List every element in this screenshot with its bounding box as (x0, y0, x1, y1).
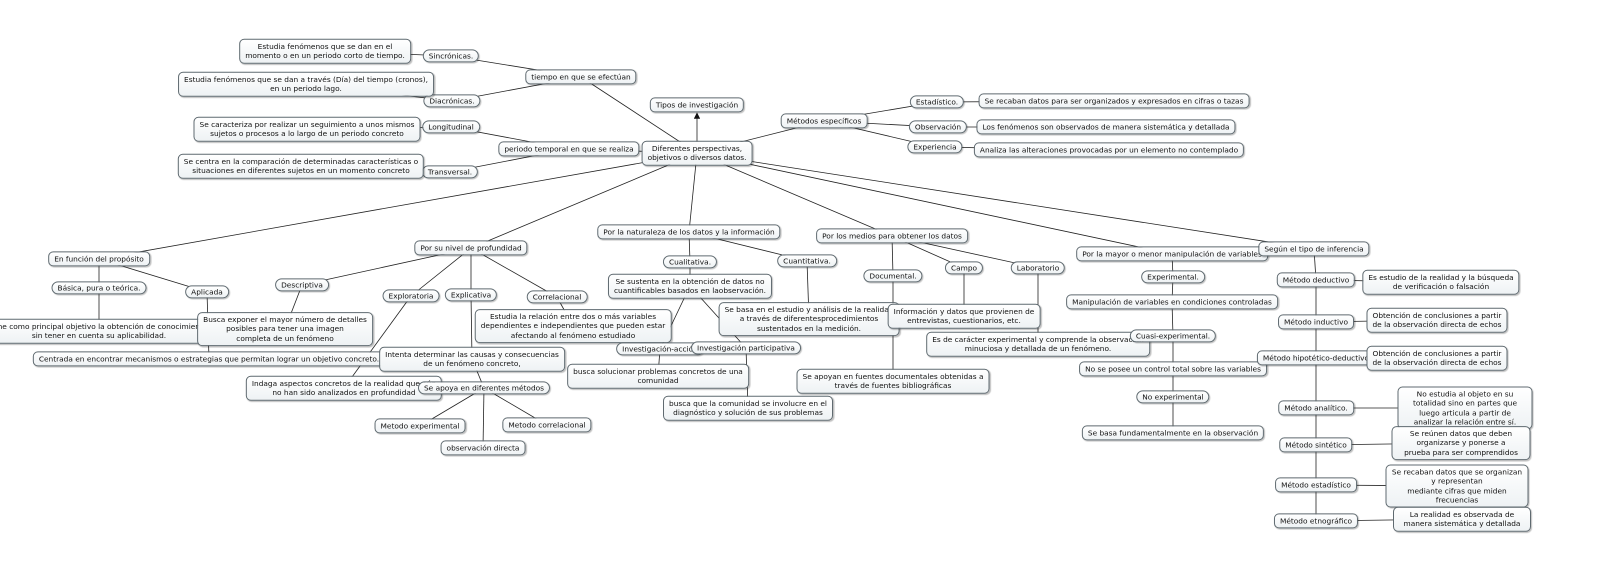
node-campo[interactable]: Campo (944, 261, 984, 275)
node-sincronicas-desc[interactable]: Estudia fenómenos que se dan en el momen… (239, 38, 411, 64)
node-metodo-sintetico[interactable]: Método sintético (1279, 437, 1353, 453)
link-root-tiempo (580, 76, 698, 154)
link-profundidad-exploratoria (410, 247, 472, 297)
node-sintetico-desc[interactable]: Se reúnen datos que deben organizarse y … (1391, 426, 1531, 460)
node-estadistico-m-desc[interactable]: Se recaban datos que se organizan y repr… (1385, 464, 1529, 508)
node-tiempo[interactable]: tiempo en que se efectúan (525, 69, 637, 85)
node-campo-desc[interactable]: Información y datos que provienen de ent… (887, 303, 1041, 329)
node-exploratoria[interactable]: Exploratoria (382, 289, 440, 303)
node-transversal[interactable]: Transversal. (421, 165, 479, 179)
node-accion-desc[interactable]: busca solucionar problemas concretos de … (567, 363, 749, 389)
node-cuasi-experimental[interactable]: Cuasi-experimental. (1129, 329, 1217, 343)
node-laboratorio[interactable]: Laboratorio (1010, 261, 1066, 275)
node-no-experimental[interactable]: No experimental (1136, 390, 1210, 404)
node-documental[interactable]: Documental. (863, 269, 923, 283)
node-apoya-metodos[interactable]: Se apoya en diferentes métodos (417, 381, 551, 395)
node-cualitativa-desc[interactable]: Se sustenta en la obtención de datos no … (607, 273, 773, 299)
node-aplicada[interactable]: Aplicada (185, 285, 229, 299)
node-investigacion-participativa[interactable]: Investigación participativa (691, 341, 801, 355)
node-metodos[interactable]: Métodos específicos (780, 113, 868, 129)
node-proposito[interactable]: En función del propósito (48, 251, 150, 267)
node-experimental[interactable]: Experimental. (1141, 270, 1205, 284)
node-sincronicas[interactable]: Sincrónicas. (422, 49, 480, 63)
node-metodo-estadistico[interactable]: Método estadístico (1275, 477, 1357, 493)
node-descriptiva-desc[interactable]: Busca exponer el mayor número de detalle… (197, 312, 373, 346)
node-transversal-desc[interactable]: Se centra en la comparación de determina… (177, 153, 425, 179)
node-metodo-inductivo[interactable]: Método inductivo (1278, 314, 1354, 330)
link-root-profundidad (470, 152, 698, 249)
node-basica[interactable]: Básica, pura o teórica. (51, 281, 147, 295)
node-correlacional-desc[interactable]: Estudia la relación entre dos o más vari… (474, 309, 672, 343)
link-root-manipulacion (696, 152, 1173, 255)
node-inferencia[interactable]: Según el tipo de inferencia (1258, 241, 1370, 257)
node-basica-desc[interactable]: Tiene como principal objetivo la obtenci… (0, 318, 218, 344)
node-hipotetico-desc[interactable]: Obtención de conclusiones a partir de la… (1366, 345, 1508, 371)
node-descriptiva[interactable]: Descriptiva (275, 278, 329, 292)
node-laboratorio-desc[interactable]: Es de carácter experimental y comprende … (926, 331, 1150, 357)
node-cualitativa[interactable]: Cualitativa. (662, 255, 718, 269)
node-diacronicas-desc[interactable]: Estudia fenómenos que se dan a través (D… (178, 71, 434, 97)
node-experiencia-desc[interactable]: Analiza las alteraciones provocadas por … (973, 142, 1245, 158)
node-cuasi-desc[interactable]: No se posee un control total sobre las v… (1079, 361, 1267, 377)
node-no-experimental-desc[interactable]: Se basa fundamentalmente en la observaci… (1081, 425, 1265, 441)
node-exploratoria-desc[interactable]: Indaga aspectos concretos de la realidad… (245, 375, 443, 401)
node-metodo-etnografico[interactable]: Método etnográfico (1273, 513, 1359, 529)
node-estadistico[interactable]: Estadístico. (909, 95, 965, 109)
link-profundidad-correlacional (470, 247, 558, 298)
node-metodo-analitico[interactable]: Método analítico. (1278, 400, 1354, 416)
link-root-proposito (98, 152, 698, 260)
node-metodo-experimental[interactable]: Metodo experimental (374, 418, 466, 434)
node-inductivo-desc[interactable]: Obtención de conclusiones a partir de la… (1366, 307, 1508, 333)
node-longitudinal-desc[interactable]: Se caracteriza por realizar un seguimien… (193, 116, 421, 142)
node-participativa-desc[interactable]: busca que la comunidad se involucre en e… (663, 395, 833, 421)
node-root[interactable]: Diferentes perspectivas, objetivos o div… (641, 140, 753, 166)
node-metodo-correlacional[interactable]: Metodo correlacional (502, 417, 592, 433)
link-root-inferencia (696, 152, 1315, 250)
link-root-naturaleza (688, 152, 698, 233)
node-etnografico-desc[interactable]: La realidad es observada de manera siste… (1393, 506, 1531, 532)
node-periodo[interactable]: periodo temporal en que se realiza (498, 141, 640, 157)
node-cuantitativa[interactable]: Cuantitativa. (777, 254, 837, 268)
node-estadistico-desc[interactable]: Se recaban datos para ser organizados y … (978, 93, 1250, 109)
node-documental-desc[interactable]: Se apoyan en fuentes documentales obteni… (796, 368, 990, 394)
node-analitico-desc[interactable]: No estudia al objeto en su totalidad sin… (1397, 386, 1533, 430)
node-profundidad[interactable]: Por su nivel de profundidad (414, 240, 528, 256)
node-metodo-deductivo[interactable]: Método deductivo (1276, 272, 1356, 288)
node-manipulacion-desc[interactable]: Manipulación de variables en condiciones… (1066, 294, 1278, 310)
node-metodo-hipotetico-deductivo[interactable]: Método hipotético-deductivo (1256, 350, 1376, 366)
node-manipulacion[interactable]: Por la mayor o menor manipulación de var… (1076, 246, 1268, 262)
node-naturaleza[interactable]: Por la naturaleza de los datos y la info… (597, 224, 781, 240)
node-longitudinal[interactable]: Longitudinal (422, 120, 480, 134)
link-apoya-observ_directa (482, 387, 485, 449)
node-correlacional[interactable]: Correlacional (526, 290, 588, 304)
link-root-medios (696, 152, 893, 237)
link-exploratoria-explor_desc (343, 295, 412, 389)
node-observacion[interactable]: Observación (908, 120, 968, 134)
node-tipos-investigacion[interactable]: Tipos de investigación (649, 97, 745, 113)
node-explicativa-desc[interactable]: Intenta determinar las causas y consecue… (379, 346, 565, 372)
node-observacion-desc[interactable]: Los fenómenos son observados de manera s… (976, 119, 1236, 135)
node-cuantitativa-desc[interactable]: Se basa en el estudio y análisis de la r… (718, 302, 900, 336)
node-experiencia[interactable]: Experiencia (907, 140, 963, 154)
node-medios[interactable]: Por los medios para obtener los datos (816, 228, 968, 244)
node-aplicada-desc[interactable]: Centrada en encontrar mecanismos o estra… (32, 351, 386, 367)
node-observacion-directa[interactable]: observación directa (440, 440, 526, 456)
node-explicativa[interactable]: Explicativa (444, 288, 498, 302)
node-diacronicas[interactable]: Diacrónicas. (423, 94, 481, 108)
node-deductivo-desc[interactable]: Es estudio de la realidad y la búsqueda … (1362, 269, 1520, 295)
